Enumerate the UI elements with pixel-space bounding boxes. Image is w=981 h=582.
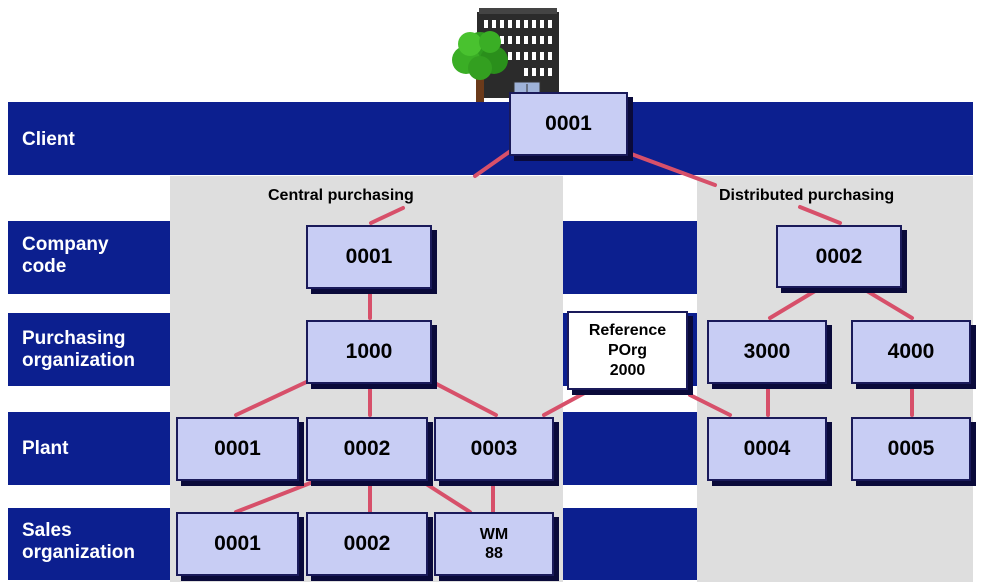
sales-org-wm88-line2: 88 xyxy=(485,545,503,562)
link-distributed-title-company xyxy=(798,205,842,225)
label-sales-organization: Sales organization xyxy=(22,520,135,563)
link-central-title-company xyxy=(369,206,405,225)
headquarters-icon xyxy=(452,8,559,102)
reference-porg-line2: POrg xyxy=(607,341,648,359)
plant-node-0001[interactable]: 0001 xyxy=(176,417,299,481)
label-client: Client xyxy=(22,129,75,150)
link-plant0002-sales0001 xyxy=(234,478,320,514)
reference-porg-line3: 2000 xyxy=(609,361,646,379)
purchasing-org-node-3000[interactable]: 3000 xyxy=(707,320,827,384)
plant-node-0002[interactable]: 0002 xyxy=(306,417,428,481)
sales-org-node-wm88[interactable]: WM 88 xyxy=(434,512,554,576)
purchasing-org-node-1000[interactable]: 1000 xyxy=(306,320,432,384)
purchasing-org-node-4000[interactable]: 4000 xyxy=(851,320,971,384)
link-ref-plant0003 xyxy=(542,388,592,417)
plant-node-0004[interactable]: 0004 xyxy=(707,417,827,481)
link-porg1000-plant0003 xyxy=(423,376,498,417)
link-cc0002-porg4000 xyxy=(860,286,914,320)
client-node[interactable]: 0001 xyxy=(509,92,628,156)
link-plant0002-saleswm xyxy=(418,478,472,514)
label-purchasing-organization: Purchasing organization xyxy=(22,328,135,371)
company-code-node-0002[interactable]: 0002 xyxy=(776,225,902,288)
plant-node-0005[interactable]: 0005 xyxy=(851,417,971,481)
company-code-node-0001[interactable]: 0001 xyxy=(306,225,432,289)
central-purchasing-title: Central purchasing xyxy=(268,187,414,204)
plant-node-0003[interactable]: 0003 xyxy=(434,417,554,481)
link-cc0002-porg3000 xyxy=(768,286,822,320)
sales-org-node-0002[interactable]: 0002 xyxy=(306,512,428,576)
reference-porg-box[interactable]: Reference POrg 2000 xyxy=(567,311,688,390)
sales-org-node-0001[interactable]: 0001 xyxy=(176,512,299,576)
reference-porg-line1: Reference xyxy=(588,321,667,339)
link-porg1000-plant0001 xyxy=(234,376,317,417)
link-client-distributed xyxy=(624,150,717,187)
label-plant: Plant xyxy=(22,438,69,459)
distributed-purchasing-title: Distributed purchasing xyxy=(719,187,895,204)
link-ref-plant0004 xyxy=(688,393,732,417)
label-company-code: Company code xyxy=(22,234,109,277)
link-client-central xyxy=(473,148,514,178)
sales-org-wm88-line1: WM xyxy=(479,526,509,543)
